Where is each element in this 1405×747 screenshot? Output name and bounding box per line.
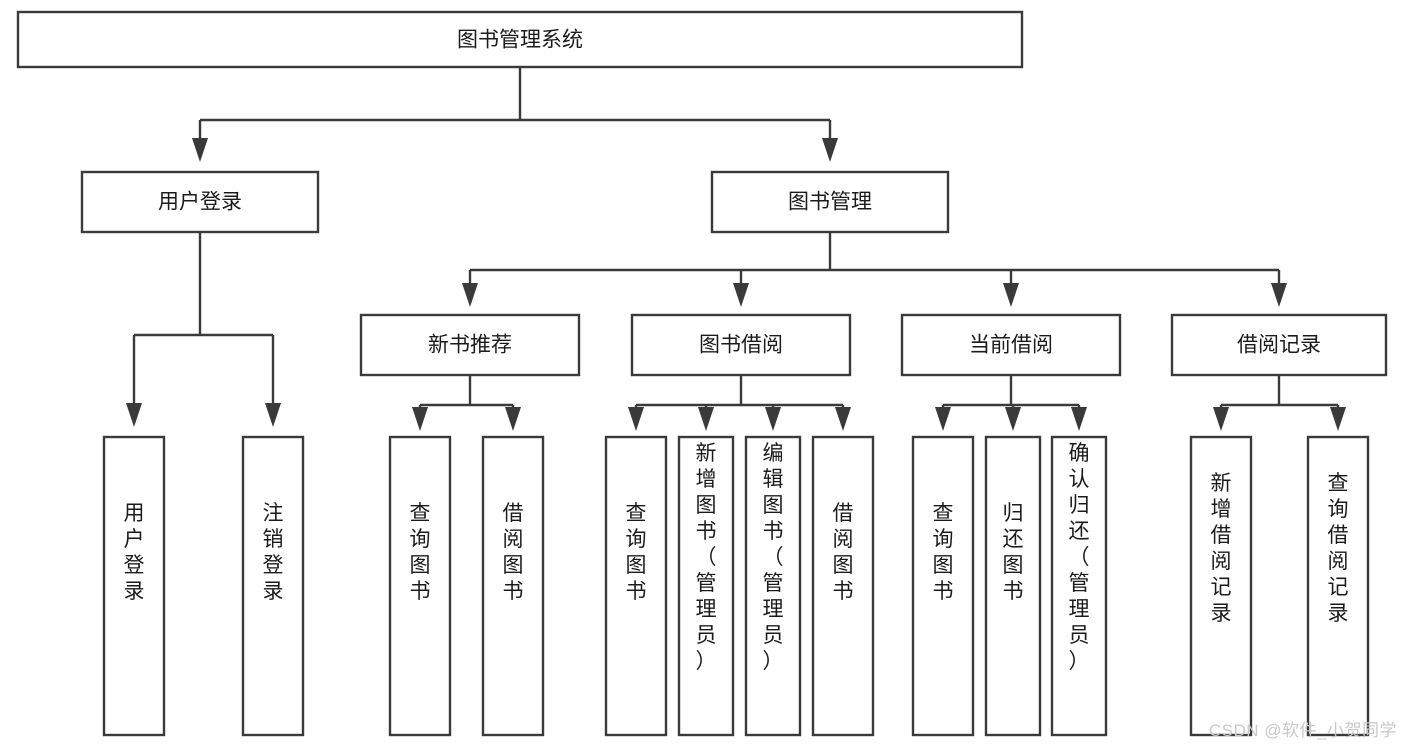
node-borrow-records-box[interactable] [1170, 313, 1388, 377]
arrow-book-mgmt-to-records [1271, 283, 1287, 307]
arrow-records-leaf-2 [1330, 407, 1346, 431]
leaf-borrow-records-2[interactable]: 查询借阅记录 [1306, 435, 1370, 737]
node-borrow-records[interactable]: 借阅记录 [1170, 313, 1388, 377]
leaf-book-borrow-4-label: 借阅图书 [833, 502, 854, 603]
node-book-borrow-label: 图书借阅 [699, 334, 783, 357]
node-root-label: 图书管理系统 [457, 29, 583, 52]
leaf-borrow-records-1[interactable]: 新增借阅记录 [1189, 435, 1253, 737]
leaf-new-book-2-label: 借阅图书 [503, 502, 524, 603]
leaf-book-borrow-4-box[interactable] [811, 435, 875, 737]
arrow-book-mgmt-to-borrow [733, 283, 749, 307]
leaf-current-borrow-1-label: 查询图书 [933, 502, 954, 603]
leaf-current-borrow-2-box[interactable] [984, 435, 1042, 737]
leaf-user-login-2-box[interactable] [241, 435, 305, 737]
leaf-book-borrow-4[interactable]: 借阅图书 [811, 435, 875, 737]
leaf-book-borrow-3[interactable]: 编辑图书（管理员） [744, 435, 802, 737]
leaf-new-book-2-box[interactable] [481, 435, 545, 737]
arrow-current-borrow-leaf-1 [935, 407, 951, 431]
node-root[interactable]: 图书管理系统 [16, 10, 1024, 69]
nodes-layer: 图书管理系统 用户登录 图书管理 新书推荐 图书借阅 当前 [16, 10, 1388, 737]
leaf-current-borrow-2-label: 归还图书 [1003, 502, 1024, 603]
leaf-user-login-1[interactable]: 用户登录 [102, 435, 166, 737]
leaf-current-borrow-1[interactable]: 查询图书 [911, 435, 975, 737]
leaf-current-borrow-3-box[interactable] [1050, 435, 1108, 737]
leaf-book-borrow-2-box[interactable] [677, 435, 735, 737]
arrow-book-borrow-leaf-3 [765, 407, 781, 431]
leaf-book-borrow-1-box[interactable] [604, 435, 668, 737]
leaf-user-login-2-label: 注销登录 [263, 502, 284, 603]
arrow-user-login-leaf-2 [265, 403, 281, 427]
arrow-book-borrow-leaf-1 [628, 407, 644, 431]
leaf-new-book-1-label: 查询图书 [410, 502, 431, 603]
node-user-login-box[interactable] [80, 170, 320, 234]
csdn-watermark: CSDN @软件_小贺同学 [1208, 721, 1397, 740]
arrow-user-login-leaf-1 [126, 403, 142, 427]
node-new-book-recommend-label: 新书推荐 [428, 334, 512, 357]
arrow-current-borrow-leaf-2 [1005, 407, 1021, 431]
leaf-user-login-1-box[interactable] [102, 435, 166, 737]
node-user-login-label: 用户登录 [158, 191, 242, 214]
node-new-book-recommend-box[interactable] [359, 313, 581, 377]
node-new-book-recommend[interactable]: 新书推荐 [359, 313, 581, 377]
leaf-current-borrow-1-box[interactable] [911, 435, 975, 737]
node-current-borrow-label: 当前借阅 [969, 334, 1053, 357]
leaf-current-borrow-3-label: 确认归还（管理员） [1069, 442, 1090, 673]
leaf-user-login-2[interactable]: 注销登录 [241, 435, 305, 737]
leaf-current-borrow-2[interactable]: 归还图书 [984, 435, 1042, 737]
node-book-management-box[interactable] [710, 170, 950, 234]
node-book-borrow[interactable]: 图书借阅 [630, 313, 852, 377]
node-current-borrow[interactable]: 当前借阅 [900, 313, 1122, 377]
arrow-book-borrow-leaf-2 [698, 407, 714, 431]
leaf-borrow-records-1-box[interactable] [1189, 435, 1253, 737]
leaf-borrow-records-2-label: 查询借阅记录 [1328, 472, 1349, 625]
node-book-borrow-box[interactable] [630, 313, 852, 377]
leaf-book-borrow-1-label: 查询图书 [626, 502, 647, 603]
node-book-management-label: 图书管理 [788, 191, 872, 214]
leaf-book-borrow-3-box[interactable] [744, 435, 802, 737]
node-root-box[interactable] [16, 10, 1024, 69]
leaf-borrow-records-1-label: 新增借阅记录 [1211, 472, 1232, 625]
leaf-new-book-2[interactable]: 借阅图书 [481, 435, 545, 737]
leaf-new-book-1-box[interactable] [388, 435, 452, 737]
node-book-management[interactable]: 图书管理 [710, 170, 950, 234]
node-current-borrow-box[interactable] [900, 313, 1122, 377]
arrow-current-borrow-leaf-3 [1071, 407, 1087, 431]
arrow-root-to-user-login [192, 138, 208, 162]
arrow-book-borrow-leaf-4 [835, 407, 851, 431]
leaf-user-login-1-label: 用户登录 [124, 502, 145, 603]
connectors-layer [126, 67, 1346, 431]
arrow-book-mgmt-to-current [1003, 283, 1019, 307]
node-borrow-records-label: 借阅记录 [1237, 334, 1321, 357]
arrow-new-book-leaf-2 [505, 407, 521, 431]
leaf-new-book-1[interactable]: 查询图书 [388, 435, 452, 737]
arrow-records-leaf-1 [1213, 407, 1229, 431]
leaf-book-borrow-2[interactable]: 新增图书（管理员） [677, 435, 735, 737]
leaf-book-borrow-1[interactable]: 查询图书 [604, 435, 668, 737]
leaf-current-borrow-3[interactable]: 确认归还（管理员） [1050, 435, 1108, 737]
leaf-book-borrow-3-label: 编辑图书（管理员） [763, 442, 784, 673]
arrow-book-mgmt-to-new-book [462, 283, 478, 307]
leaf-borrow-records-2-box[interactable] [1306, 435, 1370, 737]
leaf-book-borrow-2-label: 新增图书（管理员） [696, 442, 717, 673]
arrow-new-book-leaf-1 [412, 407, 428, 431]
arrow-root-to-book-mgmt [822, 138, 838, 162]
node-user-login[interactable]: 用户登录 [80, 170, 320, 234]
